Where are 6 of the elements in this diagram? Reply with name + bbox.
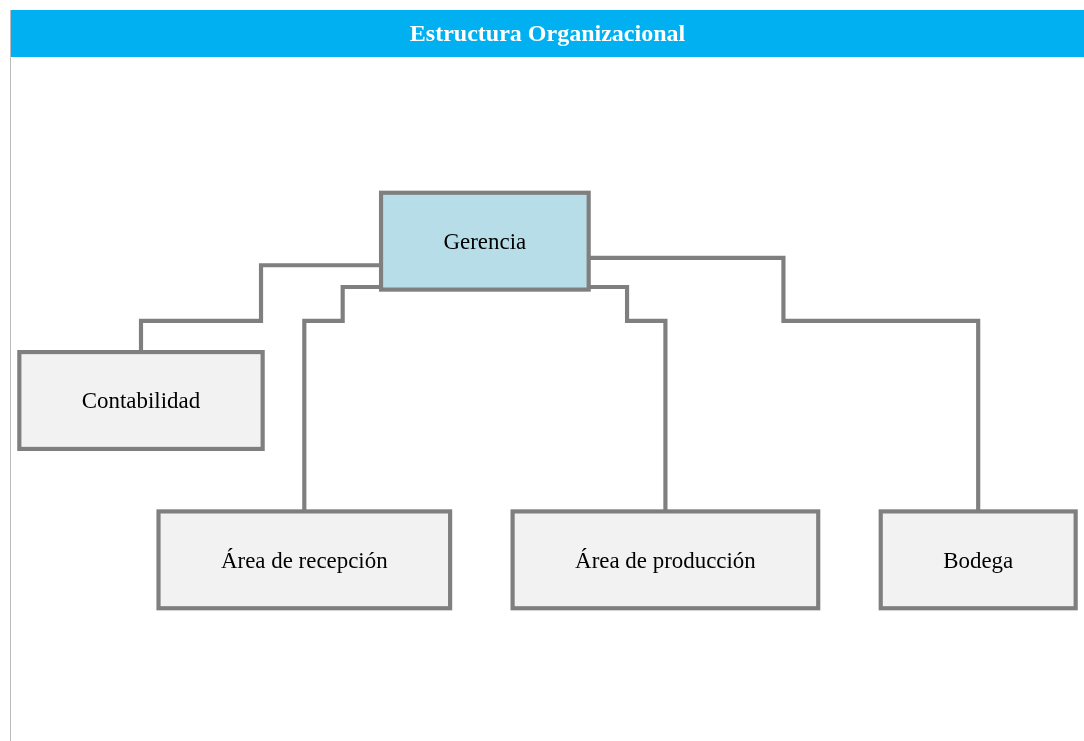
node-box: Área de recepción [156,509,453,611]
title-banner: Estructura Organizacional [11,10,1084,57]
node-box: Contabilidad [17,350,265,451]
node-box: Gerencia [378,190,591,292]
node-box: Bodega [878,509,1078,611]
node-box: Área de producción [510,509,821,611]
